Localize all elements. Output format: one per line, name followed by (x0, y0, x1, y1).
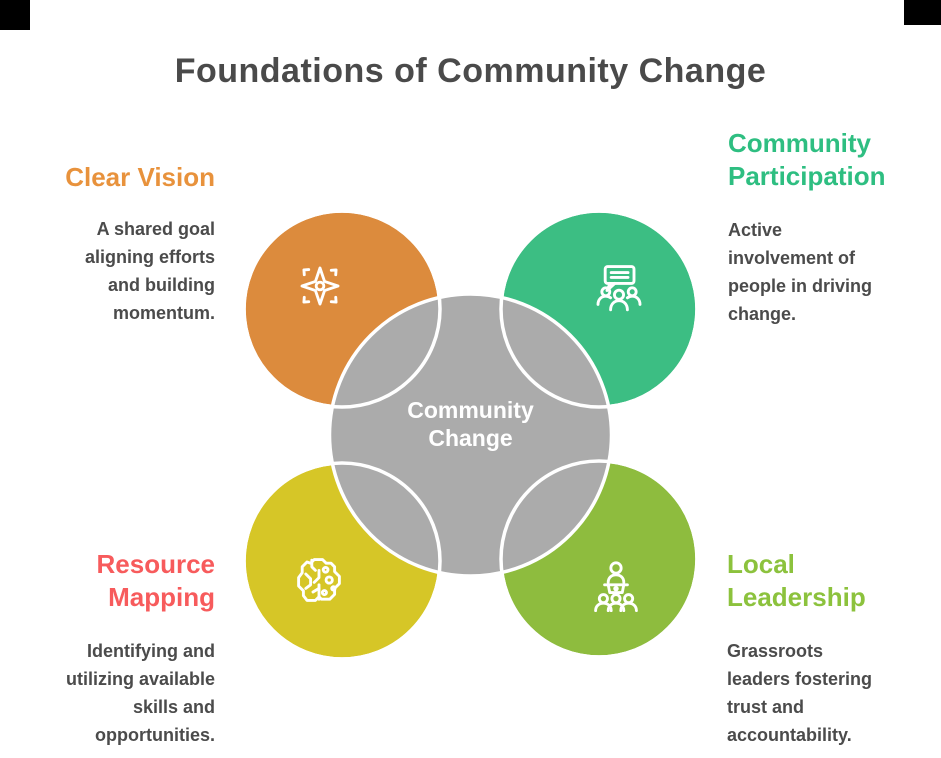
center-label-line2: Change (428, 425, 512, 451)
brain-icon (297, 558, 341, 602)
section-description: Identifying and utilizing available skil… (65, 641, 215, 745)
section-description: Grassroots leaders fostering trust and a… (727, 641, 873, 745)
compass-icon (300, 266, 340, 306)
section-local-leadership: Local Leadership Grassroots leaders fost… (727, 548, 935, 749)
overlap-arcs (242, 209, 699, 661)
group-discussion-icon (596, 265, 642, 312)
page-title: Foundations of Community Change (174, 52, 767, 90)
center-label-line1: Community (407, 397, 534, 423)
section-resource-mapping: Resource Mapping Identifying and utilizi… (33, 548, 215, 749)
section-community-participation: Community Participation Active involveme… (728, 127, 933, 328)
section-title: Resource Mapping (96, 549, 216, 612)
section-description: A shared goal aligning efforts and build… (85, 219, 215, 323)
leader-podium-icon (594, 561, 638, 613)
corner-artifact-top-left (0, 0, 30, 30)
section-title: Local Leadership (727, 549, 866, 612)
community-change-circle (327, 292, 614, 578)
section-description: Active involvement of people in driving … (728, 220, 873, 324)
section-title: Community Participation (728, 128, 886, 191)
corner-artifact-top-right (904, 0, 941, 25)
section-title: Clear Vision (65, 162, 215, 192)
section-clear-vision: Clear Vision A shared goal aligning effo… (33, 161, 215, 327)
